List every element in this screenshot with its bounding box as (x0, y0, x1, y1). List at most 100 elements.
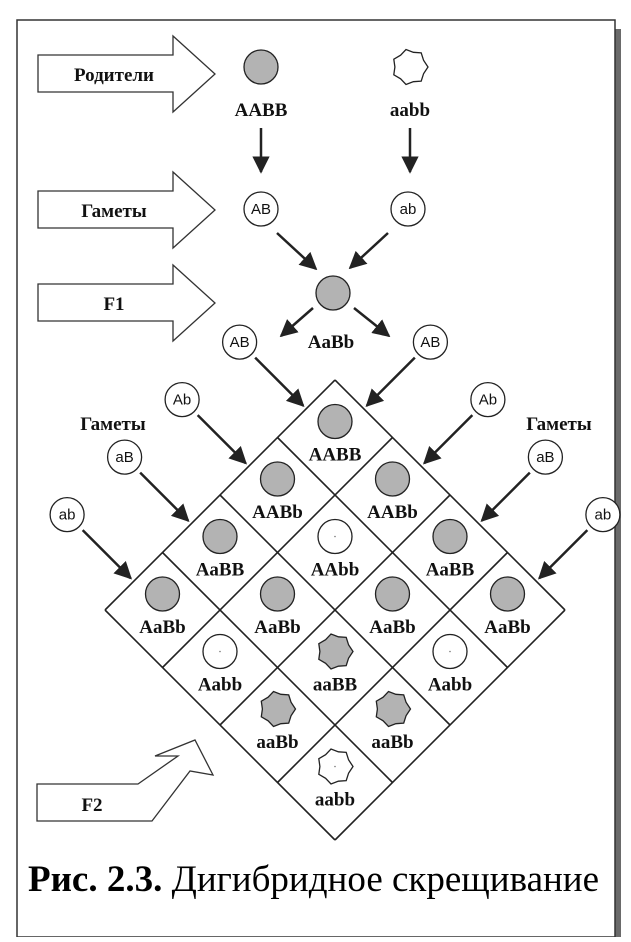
seed-dot (219, 650, 221, 653)
wrinkled-grey-seed (318, 633, 354, 670)
f2-genotype: AaBB (196, 560, 245, 581)
parent-2-genotype: aabb (390, 100, 430, 121)
f2-cell: AAbb (311, 518, 359, 581)
gamete-label: Ab (173, 392, 191, 409)
gamete-circle (585, 496, 621, 533)
grid-gamete: Ab (423, 381, 506, 465)
punnett-grid (104, 379, 566, 841)
f2-genotype: Aabb (198, 675, 242, 696)
seed-dot (449, 650, 451, 653)
grid-gamete: aB (106, 439, 190, 522)
grid-right-gametes-label: Гаметы (526, 414, 592, 435)
f2-genotype: AaBb (484, 617, 530, 638)
grid-line (276, 551, 509, 784)
gamete-arrow (81, 529, 132, 580)
smooth-grey-seed (259, 576, 296, 612)
grid-gamete: aB (480, 439, 564, 522)
f2-cell: AaBb (369, 576, 416, 638)
f1-smooth-grey-seed (315, 275, 351, 311)
caption-text: Дигибридное скрещивание (171, 859, 600, 900)
gamete-arrow (254, 356, 305, 407)
grid-line (161, 551, 394, 784)
f2-cell: AABB (309, 403, 362, 466)
f2-genotype: AaBb (139, 617, 185, 638)
f2-genotype: AaBB (426, 560, 475, 581)
gamete-arrow (139, 471, 190, 522)
gamete-label: AB (251, 201, 271, 218)
f2-genotype: aaBb (256, 732, 298, 753)
gamete-label: aB (536, 449, 554, 466)
smooth-grey-seed (144, 576, 181, 612)
gamete-circle (390, 191, 426, 227)
smooth-grey-seed (202, 518, 238, 555)
grid-line (104, 609, 336, 841)
gamete-label: ab (595, 507, 612, 524)
grid-gamete: Ab (164, 381, 247, 465)
figure-caption: Рис. 2.3. Дигибридное скрещивание (28, 858, 618, 901)
wrinkled-grey-seed (375, 690, 412, 728)
grid-gamete: AB (221, 324, 305, 407)
smooth-grey-seed (489, 576, 526, 612)
gamete-arrow (538, 529, 589, 580)
grid-gamete: ab (49, 496, 132, 580)
f2-genotype: AaBb (254, 617, 300, 638)
gamete-label: Ab (479, 392, 497, 409)
f2-cell: AaBb (484, 576, 531, 638)
f2-genotype: AaBb (369, 617, 415, 638)
grid-line (219, 494, 451, 726)
gamete-label: ab (59, 507, 76, 524)
smooth-grey-seed (432, 518, 468, 555)
f2-cell: Aabb (428, 633, 472, 696)
parents-stage-arrow: Родители (37, 34, 216, 114)
gamete-circle (527, 439, 564, 475)
gamete-circle (243, 191, 279, 227)
gametes-label: Гаметы (81, 201, 147, 222)
f2-cell: aaBb (256, 690, 299, 753)
f2-cell: Aabb (198, 633, 242, 696)
gamete-to-f1-arrow (348, 232, 389, 270)
f1-genotype: AaBb (308, 332, 354, 353)
gamete-label: AB (230, 334, 250, 351)
f2-label: F2 (81, 795, 102, 816)
wrinkled-grey-seed (260, 690, 297, 728)
gamete-circle (221, 324, 258, 360)
gamete-circle (470, 381, 506, 418)
smooth-grey-seed (374, 461, 411, 497)
f1-to-gamete-arrow (279, 307, 314, 338)
f2-cell: aabb (315, 748, 355, 811)
f2-cell: aaBb (371, 690, 414, 753)
gametes-stage-arrow: Гаметы (37, 170, 216, 250)
f2-genotype: Aabb (428, 675, 472, 696)
smooth-grey-seed (259, 461, 296, 497)
parents-label: Родители (74, 65, 154, 86)
parent-1-genotype: AABB (235, 100, 288, 121)
f1-to-gamete-arrow (353, 307, 391, 338)
f2-cell: AABb (367, 461, 418, 523)
gamete-circle (412, 324, 449, 360)
f2-cell: AaBb (139, 576, 186, 638)
f2-genotype: AABb (367, 502, 418, 523)
smooth-grey-seed (317, 403, 353, 440)
f1-stage-arrow: F1 (37, 263, 216, 343)
f2-cell: aaBB (313, 633, 358, 696)
f2-genotype: aaBB (313, 675, 358, 696)
gamete-to-f1-arrow (276, 232, 318, 271)
grid-gamete: ab (538, 496, 621, 580)
grid-gametes: AB AB Ab Ab aB aB ab ab (49, 324, 621, 580)
f2-cell: AABb (252, 461, 303, 523)
gamete-label: AB (420, 334, 440, 351)
f2-cell: AaBB (426, 518, 475, 581)
gamete-label: aB (115, 449, 133, 466)
gamete-label: ab (400, 201, 417, 218)
gamete-arrow (365, 356, 416, 407)
f2-genotype: AABb (252, 502, 303, 523)
f2-genotype: aaBb (371, 732, 413, 753)
f2-genotype: aabb (315, 790, 355, 811)
parent-wrinkled-white-seed (393, 48, 429, 86)
grid-gamete: AB (365, 324, 449, 407)
seed-dot (334, 535, 336, 538)
parent-smooth-grey-seed (243, 49, 279, 85)
